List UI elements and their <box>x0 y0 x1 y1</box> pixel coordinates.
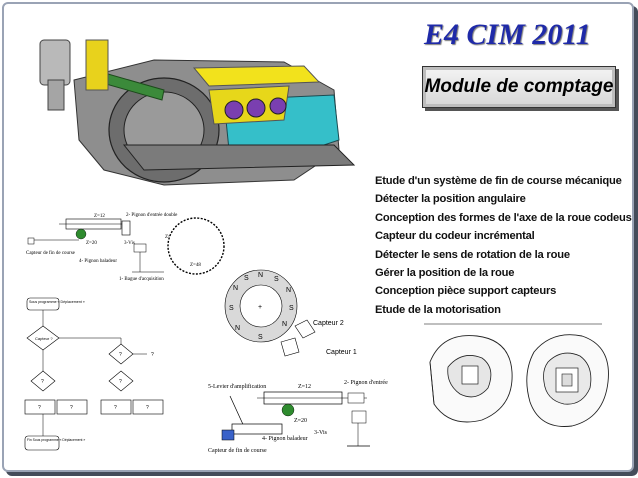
flow-question-5: ? <box>38 405 41 411</box>
flow-question-2: ? <box>119 352 122 358</box>
flow-question-6: ? <box>70 405 73 411</box>
objective-item: Conception pièce support capteurs <box>375 285 557 298</box>
label-z20: Z=20 <box>294 418 307 424</box>
objective-item: Etude de la motorisation <box>375 303 501 316</box>
flow-question-7: ? <box>114 405 117 411</box>
slide-title: E4 CIM 2011 <box>424 18 591 51</box>
flow-question-3: ? <box>119 379 122 385</box>
gear-diagram-1: Z=12 2- Pignon d'entrée double Z=10 Z=20… <box>26 213 225 282</box>
gear-diagram-2: 5-Levier d'amplification Z=12 2- Pignon … <box>208 380 388 454</box>
flow-end: Fin Sous programme « Déplacement » <box>27 438 85 442</box>
label-capteur-1: Capteur 1 <box>326 349 357 356</box>
mechanism-illustration <box>39 39 356 186</box>
slide-subtitle: Module de comptage <box>424 76 614 97</box>
label-z20: Z=20 <box>86 241 97 246</box>
pole-label: N <box>235 325 240 332</box>
objective-item: Détecter le sens de rotation de la roue <box>375 248 570 261</box>
pole-label: S <box>289 305 294 312</box>
label-z48: Z=48 <box>190 263 201 268</box>
flow-capteur-question: Capteur ? <box>35 336 53 341</box>
label-capteur-fin-course: Capteur de fin de course <box>26 251 76 256</box>
label-levier: 5-Levier d'amplification <box>208 383 266 390</box>
slide-frame: E4 CIM 2011 Module de comptage Etude d'u… <box>2 2 634 472</box>
label-pignon-baladeur: 4- Pignon baladeur <box>79 259 117 264</box>
pole-label: N <box>282 321 287 328</box>
label-vis: 3-Vis <box>314 430 328 436</box>
objective-item: Détecter la position angulaire <box>375 193 526 206</box>
pole-label: S <box>244 275 249 282</box>
magnetic-ring-diagram: N S N S N S N S N S + Capteur 2 Capteur … <box>224 269 357 357</box>
label-pignon-entree-double: 2- Pignon d'entrée double <box>126 213 178 218</box>
flow-question-8: ? <box>146 405 149 411</box>
pole-label: S <box>274 276 279 283</box>
flow-start: Sous programme « Déplacement » <box>29 300 85 304</box>
objective-item: Etude d'un système de fin de course méca… <box>375 175 622 187</box>
ring-center-mark: + <box>258 304 262 311</box>
objectives-list: Etude d'un système de fin de course méca… <box>375 172 634 319</box>
label-pignon-baladeur: 4- Pignon baladeur <box>262 436 308 442</box>
pole-label: N <box>233 285 238 292</box>
objective-item: Capteur du codeur incrémental <box>375 230 535 243</box>
flowchart: Sous programme « Déplacement » Capteur ?… <box>24 297 164 451</box>
label-pignon-entree: 2- Pignon d'entrée <box>344 380 388 386</box>
label-capteur-2: Capteur 2 <box>313 320 344 327</box>
label-capteur-fin-course: Capteur de fin de course <box>208 447 267 454</box>
parts-line-drawing <box>424 323 609 427</box>
objective-item: Conception des formes de l'axe de la rou… <box>375 211 634 224</box>
label-vis: 3-Vis <box>124 241 135 246</box>
pole-label: N <box>286 287 291 294</box>
objective-item: Gérer la position de la roue <box>375 267 515 280</box>
subtitle-box: Module de comptage <box>422 66 616 108</box>
pole-label: S <box>258 334 263 341</box>
flow-question-1: ? <box>41 379 44 385</box>
label-bague-acquisition: 1- Bague d'acquisition <box>119 277 164 282</box>
label-z12: Z=12 <box>94 214 105 219</box>
pole-label: N <box>258 272 263 279</box>
pole-label: S <box>229 305 234 312</box>
flow-question-4: ? <box>151 352 154 358</box>
label-z12: Z=12 <box>298 384 311 390</box>
